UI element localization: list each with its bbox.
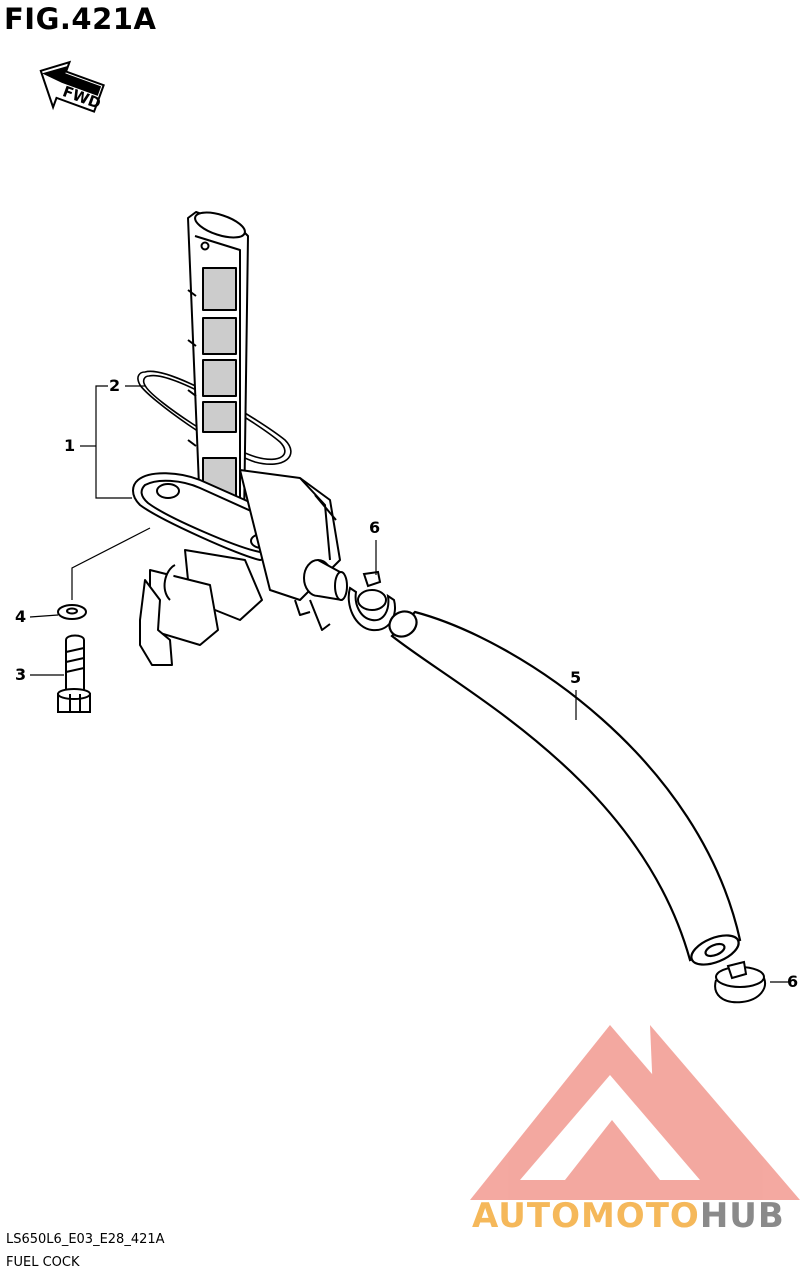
fuel-hose <box>388 610 742 966</box>
callout-2: 2 <box>109 376 121 395</box>
callout-3: 3 <box>15 665 27 684</box>
fwd-arrow-icon: FWD <box>39 60 105 113</box>
hose-clamp-upper <box>347 570 396 632</box>
callout-6-lower: 6 <box>787 972 799 991</box>
callout-6-upper: 6 <box>369 518 381 537</box>
figure-title: FIG.421A <box>4 2 157 36</box>
figure-code: LS650L6_E03_E28_421A <box>6 1232 165 1247</box>
leader-lines <box>29 385 790 983</box>
hose-clamp-lower <box>714 960 766 1004</box>
watermark-text-hub: HUB <box>699 1196 785 1236</box>
figure-name: FUEL COCK <box>6 1255 80 1270</box>
watermark-text: AUTOMOTOHUB <box>472 1196 785 1236</box>
callout-5: 5 <box>570 668 582 687</box>
callout-4: 4 <box>15 607 27 626</box>
washer <box>57 604 87 620</box>
bolt <box>57 634 91 713</box>
watermark-text-main: AUTOMOTO <box>472 1196 700 1236</box>
watermark-logo <box>470 1025 800 1200</box>
callout-1: 1 <box>64 436 76 455</box>
fuel-cock <box>132 211 348 666</box>
